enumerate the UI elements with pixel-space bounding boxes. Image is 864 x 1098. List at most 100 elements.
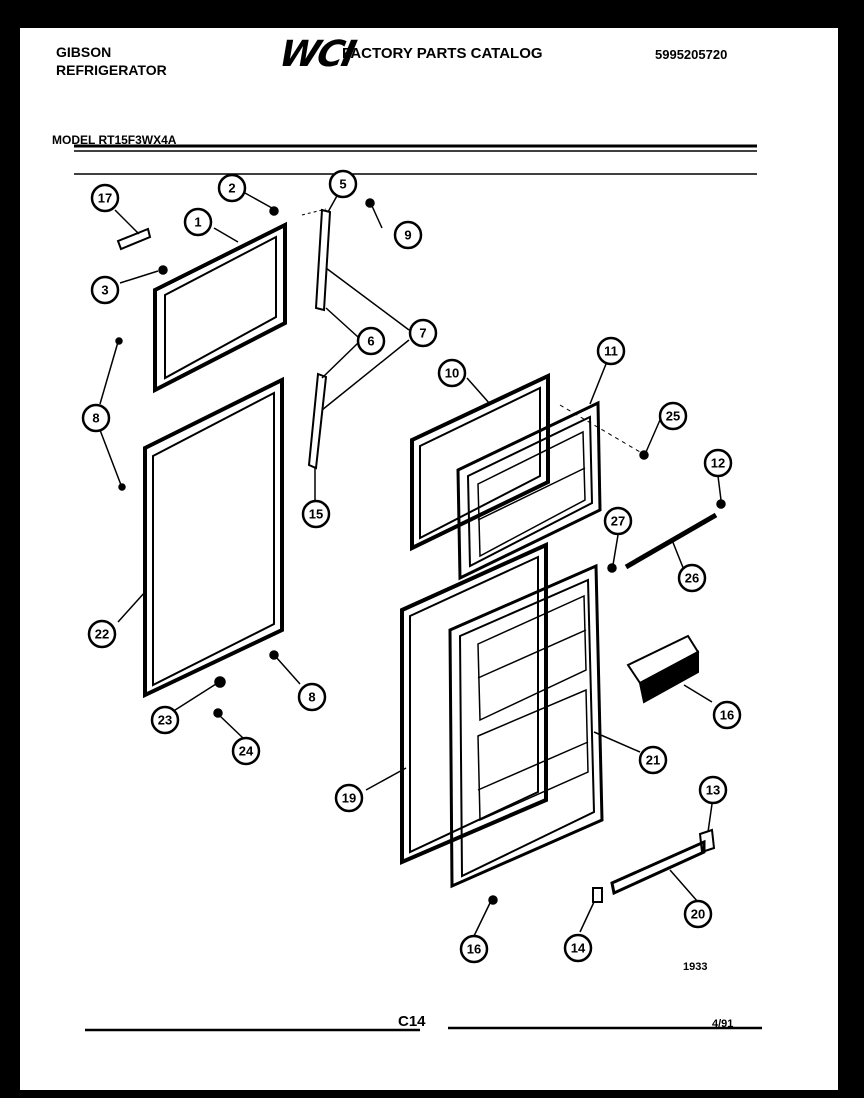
callout-number: 15 [309, 507, 323, 522]
callout-number: 11 [604, 344, 618, 359]
callout-number: 8 [308, 690, 315, 705]
callout-circle [596, 336, 626, 366]
callout-circle [297, 682, 327, 712]
fresh-food-inner-door-part [448, 563, 604, 889]
callout-circle [150, 705, 180, 735]
callout-23: 23 [150, 705, 180, 735]
callout-number: 26 [685, 571, 699, 586]
callout-27: 27 [603, 506, 633, 536]
callout-number: 14 [571, 941, 586, 956]
callout-7: 7 [408, 318, 438, 348]
callout-number: 19 [342, 791, 356, 806]
callout-number: 20 [691, 907, 705, 922]
callout-circle [638, 745, 668, 775]
callout-24: 24 [231, 736, 261, 766]
shelf-rod-part [624, 512, 718, 570]
callout-circle [698, 775, 728, 805]
callout-circle [90, 183, 120, 213]
callout-9: 9 [393, 220, 423, 250]
callout-number: 25 [666, 409, 680, 424]
callout-17: 17 [90, 183, 120, 213]
freezer-door-panel-part [410, 372, 550, 552]
callout-1: 1 [183, 207, 213, 237]
callout-number: 3 [101, 283, 108, 298]
leader-lines [99, 192, 722, 937]
hinge-parts [301, 208, 332, 470]
callout-15: 15 [301, 499, 331, 529]
catalog-title: FACTORY PARTS CATALOG [342, 45, 543, 62]
diagram-ref-number: 1933 [683, 961, 708, 973]
callout-number: 1 [194, 215, 201, 230]
callout-number: 21 [646, 753, 660, 768]
callout-number: 12 [711, 456, 725, 471]
callout-number: 27 [611, 514, 625, 529]
screw-parts [115, 198, 726, 905]
callout-number: 16 [720, 708, 734, 723]
callout-number: 10 [445, 366, 459, 381]
callout-circle [459, 934, 489, 964]
callout-26: 26 [677, 563, 707, 593]
callout-number: 6 [367, 334, 374, 349]
callout-number: 5 [339, 177, 346, 192]
callout-3: 3 [90, 275, 120, 305]
callout-circle [603, 506, 633, 536]
callout-13: 13 [698, 775, 728, 805]
callout-20: 20 [683, 899, 713, 929]
callout-16: 16 [459, 934, 489, 964]
footer-rules [85, 1026, 762, 1032]
callout-circle [677, 563, 707, 593]
freezer-gasket-part [153, 221, 287, 394]
callout-6: 6 [356, 326, 386, 356]
callout-19: 19 [334, 783, 364, 813]
callout-number: 13 [706, 783, 720, 798]
callout-number: 9 [404, 228, 411, 243]
callout-11: 11 [596, 336, 626, 366]
callout-circle [683, 899, 713, 929]
callout-circle [712, 700, 742, 730]
callout-number: 2 [228, 181, 235, 196]
callout-circle [90, 275, 120, 305]
callout-circle [658, 401, 688, 431]
callout-circle [563, 933, 593, 963]
catalog-part-number: 5995205720 [655, 47, 728, 62]
trim-clip-part [592, 887, 603, 903]
callout-21: 21 [638, 745, 668, 775]
callout-circle [437, 358, 467, 388]
handle-trim-part [116, 227, 152, 251]
header-rules [74, 144, 757, 175]
callout-number: 7 [419, 326, 426, 341]
callout-8: 8 [81, 403, 111, 433]
callout-group: 1235678891011121314151616171920212223242… [81, 169, 742, 964]
callout-circle [183, 207, 213, 237]
callout-circle [81, 403, 111, 433]
callout-14: 14 [563, 933, 593, 963]
callout-10: 10 [437, 358, 467, 388]
bottom-trim-part [610, 828, 716, 896]
callout-circle [217, 173, 247, 203]
callout-5: 5 [328, 169, 358, 199]
callout-16: 16 [712, 700, 742, 730]
fresh-food-door-panel-part [400, 541, 548, 866]
page-code: C14 [398, 1013, 426, 1030]
fresh-food-gasket-part [143, 376, 284, 699]
freezer-inner-door-part [456, 400, 602, 581]
brand-name: GIBSON [56, 44, 112, 60]
callout-circle [231, 736, 261, 766]
callout-22: 22 [87, 619, 117, 649]
callout-number: 23 [158, 713, 172, 728]
callout-8: 8 [297, 682, 327, 712]
callout-2: 2 [217, 173, 247, 203]
callout-circle [334, 783, 364, 813]
callout-circle [703, 448, 733, 478]
callout-number: 16 [467, 942, 481, 957]
callout-number: 24 [239, 744, 254, 759]
callout-number: 22 [95, 627, 109, 642]
callout-12: 12 [703, 448, 733, 478]
callout-circle [301, 499, 331, 529]
product-type: REFRIGERATOR [56, 62, 167, 78]
callout-circle [328, 169, 358, 199]
dairy-door-part [626, 634, 700, 704]
callout-circle [393, 220, 423, 250]
callout-number: 17 [98, 191, 112, 206]
